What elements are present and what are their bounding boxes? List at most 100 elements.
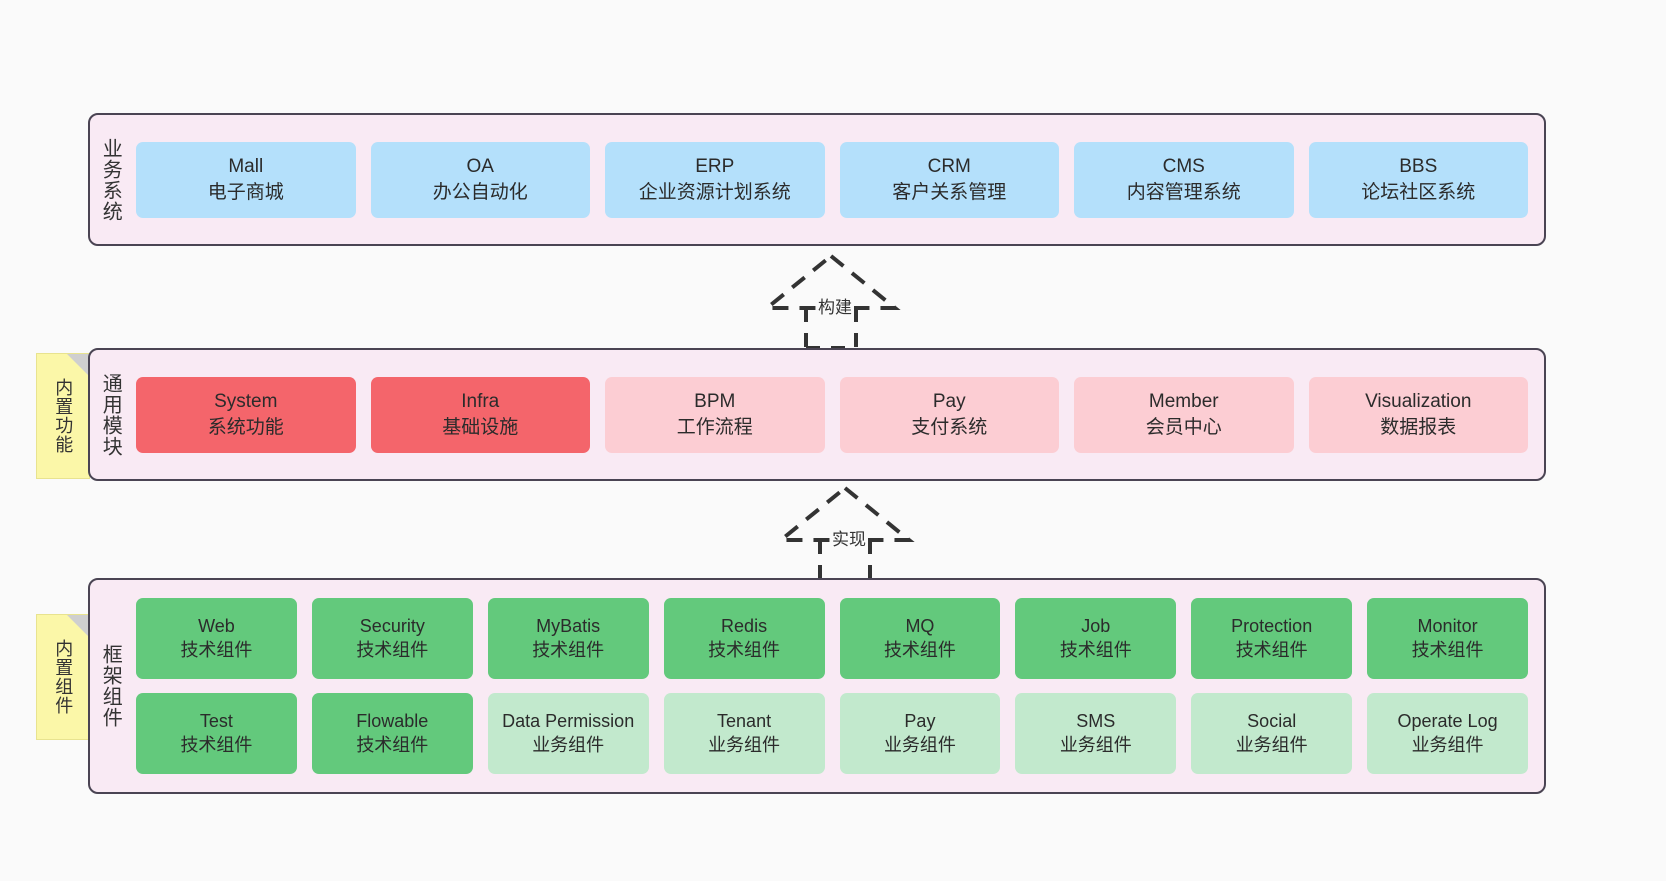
node-subtitle: 企业资源计划系统 <box>638 181 791 203</box>
node-title: Data Permission <box>502 710 635 731</box>
layer-framework-component: 框架组件 Web 技术组件 Security 技术组件 MyBatis 技术组件… <box>88 578 1546 794</box>
connector-implement: 实现 <box>770 484 920 582</box>
node-title: Flowable <box>356 710 429 731</box>
node-subtitle: 业务组件 <box>1411 734 1484 755</box>
node-subtitle: 技术组件 <box>1235 639 1308 660</box>
layer-body-framework-component: Web 技术组件 Security 技术组件 MyBatis 技术组件 Redi… <box>130 580 1544 792</box>
node-subtitle: 会员中心 <box>1145 416 1222 438</box>
connector-label-implement: 实现 <box>830 525 868 550</box>
node-row: Web 技术组件 Security 技术组件 MyBatis 技术组件 Redi… <box>136 598 1528 679</box>
node-title: Redis <box>721 615 768 636</box>
node-subtitle: 技术组件 <box>1411 639 1484 660</box>
node-security[interactable]: Security 技术组件 <box>311 598 473 679</box>
node-job[interactable]: Job 技术组件 <box>1015 598 1177 679</box>
node-subtitle: 基础设施 <box>442 416 519 438</box>
node-title: Pay <box>904 710 936 731</box>
node-tenant[interactable]: Tenant 业务组件 <box>663 693 825 774</box>
node-title: Social <box>1247 710 1297 731</box>
node-oa[interactable]: OA 办公自动化 <box>370 141 590 218</box>
node-title: Tenant <box>717 710 772 731</box>
node-mybatis[interactable]: MyBatis 技术组件 <box>487 598 649 679</box>
node-protection[interactable]: Protection 技术组件 <box>1191 598 1353 679</box>
node-subtitle: 电子商城 <box>207 181 284 203</box>
node-row: Test 技术组件 Flowable 技术组件 Data Permission … <box>136 693 1528 774</box>
node-title: CMS <box>1162 156 1205 178</box>
node-subtitle: 技术组件 <box>356 734 429 755</box>
node-pay-business[interactable]: Pay 业务组件 <box>839 693 1001 774</box>
sticky-note-label: 内置功能 <box>53 378 74 454</box>
node-title: BBS <box>1399 156 1438 178</box>
node-crm[interactable]: CRM 客户关系管理 <box>839 141 1059 218</box>
sticky-fold-corner-icon <box>67 354 89 376</box>
node-subtitle: 业务组件 <box>883 734 956 755</box>
node-mq[interactable]: MQ 技术组件 <box>839 598 1001 679</box>
node-monitor[interactable]: Monitor 技术组件 <box>1367 598 1528 679</box>
node-subtitle: 技术组件 <box>883 639 956 660</box>
node-erp[interactable]: ERP 企业资源计划系统 <box>605 141 825 218</box>
sticky-note-builtin-function: 内置功能 <box>36 353 90 479</box>
node-title: CRM <box>927 156 971 178</box>
node-test[interactable]: Test 技术组件 <box>136 693 297 774</box>
node-bbs[interactable]: BBS 论坛社区系统 <box>1308 141 1528 218</box>
node-system[interactable]: System 系统功能 <box>136 376 356 453</box>
node-subtitle: 客户关系管理 <box>892 181 1007 203</box>
node-infra[interactable]: Infra 基础设施 <box>370 376 590 453</box>
node-mall[interactable]: Mall 电子商城 <box>136 141 356 218</box>
node-title: Operate Log <box>1397 710 1498 731</box>
layer-business-system: 业务系统 Mall 电子商城 OA 办公自动化 ERP 企业资源计划系统 CRM… <box>88 113 1546 246</box>
sticky-fold-corner-icon <box>67 615 89 637</box>
node-subtitle: 业务组件 <box>532 734 605 755</box>
node-title: Test <box>199 710 233 731</box>
layer-title-common-module: 通用模块 <box>99 372 122 457</box>
node-subtitle: 支付系统 <box>911 416 988 438</box>
node-subtitle: 技术组件 <box>532 639 605 660</box>
node-operate-log[interactable]: Operate Log 业务组件 <box>1367 693 1528 774</box>
layer-common-module: 通用模块 System 系统功能 Infra 基础设施 BPM 工作流程 Pay… <box>88 348 1546 481</box>
node-row: Mall 电子商城 OA 办公自动化 ERP 企业资源计划系统 CRM 客户关系… <box>136 141 1528 218</box>
node-subtitle: 内容管理系统 <box>1126 181 1241 203</box>
sticky-note-label: 内置组件 <box>53 639 74 715</box>
node-flowable[interactable]: Flowable 技术组件 <box>311 693 473 774</box>
connector-build: 构建 <box>756 252 906 350</box>
node-title: OA <box>466 156 494 178</box>
node-subtitle: 数据报表 <box>1380 416 1457 438</box>
node-subtitle: 技术组件 <box>1059 639 1132 660</box>
node-subtitle: 业务组件 <box>1235 734 1308 755</box>
node-subtitle: 技术组件 <box>180 734 253 755</box>
layer-title-business-system: 业务系统 <box>99 137 122 222</box>
layer-body-common-module: System 系统功能 Infra 基础设施 BPM 工作流程 Pay 支付系统… <box>130 350 1544 479</box>
node-web[interactable]: Web 技术组件 <box>136 598 297 679</box>
node-title: Web <box>198 615 235 636</box>
node-subtitle: 论坛社区系统 <box>1361 181 1476 203</box>
node-member[interactable]: Member 会员中心 <box>1074 376 1294 453</box>
layer-title-framework-component: 框架组件 <box>99 644 122 728</box>
node-bpm[interactable]: BPM 工作流程 <box>605 376 825 453</box>
connector-label-build: 构建 <box>816 293 854 318</box>
node-subtitle: 业务组件 <box>708 734 781 755</box>
node-title: Member <box>1148 391 1219 413</box>
node-title: System <box>214 391 278 413</box>
node-title: Job <box>1081 615 1111 636</box>
node-subtitle: 技术组件 <box>356 639 429 660</box>
node-title: Infra <box>461 391 500 413</box>
node-subtitle: 技术组件 <box>180 639 253 660</box>
node-visualization[interactable]: Visualization 数据报表 <box>1308 376 1528 453</box>
node-title: Pay <box>932 391 966 413</box>
node-title: Mall <box>228 156 264 178</box>
node-data-permission[interactable]: Data Permission 业务组件 <box>487 693 649 774</box>
node-social[interactable]: Social 业务组件 <box>1191 693 1353 774</box>
node-row: System 系统功能 Infra 基础设施 BPM 工作流程 Pay 支付系统… <box>136 376 1528 453</box>
node-cms[interactable]: CMS 内容管理系统 <box>1074 141 1294 218</box>
node-title: ERP <box>695 156 735 178</box>
node-sms[interactable]: SMS 业务组件 <box>1015 693 1177 774</box>
node-title: BPM <box>694 391 736 413</box>
node-subtitle: 工作流程 <box>676 416 753 438</box>
node-title: MyBatis <box>536 615 601 636</box>
node-title: Security <box>359 615 425 636</box>
node-redis[interactable]: Redis 技术组件 <box>663 598 825 679</box>
node-pay[interactable]: Pay 支付系统 <box>839 376 1059 453</box>
layer-body-business-system: Mall 电子商城 OA 办公自动化 ERP 企业资源计划系统 CRM 客户关系… <box>130 115 1544 244</box>
node-title: Visualization <box>1365 391 1472 413</box>
node-title: Monitor <box>1417 615 1478 636</box>
